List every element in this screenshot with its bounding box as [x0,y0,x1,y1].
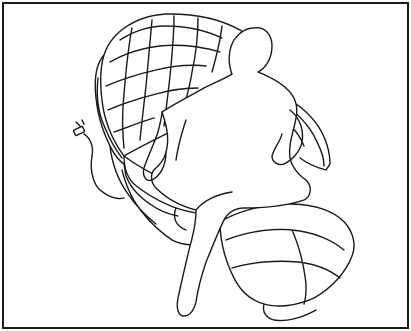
person-silhouette-icon [143,28,310,316]
chair-footrest [220,204,354,321]
